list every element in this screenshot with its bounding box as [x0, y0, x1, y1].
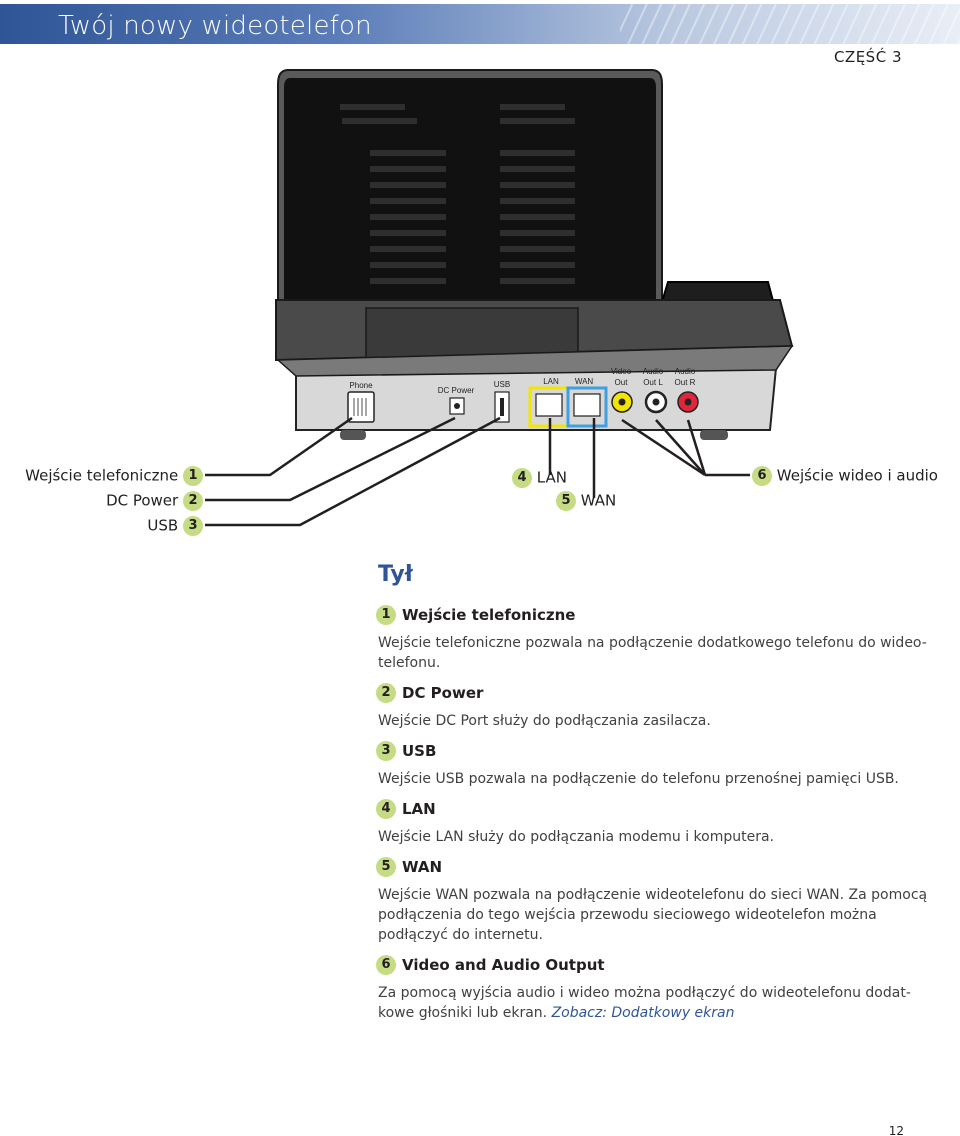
callout-5-label: WAN: [580, 491, 617, 510]
port-label-usb: USB: [494, 380, 510, 389]
port-label-dc-power: DC Power: [438, 386, 475, 395]
callout-2: DC Power 2: [106, 491, 203, 511]
callout-4-number: 4: [512, 468, 532, 488]
section-label: CZĘŚĆ 3: [833, 48, 902, 66]
item-3-body: Wejście USB pozwala na podłączenie do te…: [378, 771, 899, 787]
monitor-back-inner: [284, 78, 656, 356]
vent-slots: [340, 104, 575, 284]
device-rear-illustration: Phone DC Power USB LAN WAN Video Out Aud…: [205, 69, 794, 527]
callout-2-number: 2: [183, 491, 203, 511]
port-label-video-1: Video: [611, 367, 632, 376]
item-3-number: 3: [376, 741, 396, 761]
lan-port: [535, 393, 563, 417]
callout-4-label: LAN: [536, 468, 567, 487]
port-label-audio-r-1: Audio: [675, 367, 696, 376]
wan-port-frame: [566, 386, 608, 428]
callout-1: Wejście telefoniczne 1: [25, 466, 203, 486]
item-5-title: WAN: [402, 858, 443, 876]
item-5-heading: 5 WAN: [376, 857, 938, 877]
item-2-number: 2: [376, 683, 396, 703]
callout-6-label: Wejście wideo i audio: [776, 466, 938, 485]
item-2-title: DC Power: [402, 684, 484, 702]
port-label-audio-l-1: Audio: [643, 367, 664, 376]
port-label-audio-l-2: Out L: [643, 378, 663, 387]
item-5-number: 5: [376, 857, 396, 877]
additional-screen-link[interactable]: Zobacz: Dodatkowy ekran: [551, 1005, 735, 1021]
phone-port: [347, 391, 375, 423]
callout-6-number: 6: [752, 466, 772, 486]
callout-5: 5 WAN: [556, 491, 616, 511]
section-title: Tył: [378, 562, 413, 587]
rear-description: Tył 1 Wejście telefoniczne Wejście telef…: [376, 562, 938, 1033]
header-band: Twój nowy wideotelefon: [0, 4, 960, 44]
port-label-video-2: Out: [615, 378, 629, 387]
item-1-title: Wejście telefoniczne: [402, 606, 576, 624]
item-6-body: Za pomocą wyjścia audio i wideo można po…: [378, 983, 938, 1023]
item-3-heading: 3 USB: [376, 741, 938, 761]
item-6-text: Za pomocą wyjścia audio i wideo można po…: [378, 985, 911, 1021]
callout-3-number: 3: [183, 516, 203, 536]
item-4-heading: 4 LAN: [376, 799, 938, 819]
page-header-title: Twój nowy wideotelefon: [58, 11, 372, 41]
wan-port: [573, 393, 601, 417]
port-label-audio-r-2: Out R: [675, 378, 696, 387]
callout-2-label: DC Power: [106, 491, 179, 510]
item-5-body: Wejście WAN pozwala na podłączenie wideo…: [378, 887, 928, 943]
callout-1-number: 1: [183, 466, 203, 486]
base-ledge: [276, 345, 794, 377]
callout-3-label: USB: [147, 516, 179, 535]
item-1-number: 1: [376, 605, 396, 625]
header-stripes: [620, 4, 960, 44]
callout-1-label: Wejście telefoniczne: [25, 466, 179, 485]
callout-6: 6 Wejście wideo i audio: [752, 466, 938, 486]
leader-lines: [205, 416, 750, 527]
page-number: 12: [888, 1124, 904, 1136]
callout-4: 4 LAN: [512, 468, 567, 488]
item-3-title: USB: [402, 742, 437, 760]
callout-3: USB 3: [147, 516, 203, 536]
item-6-title: Video and Audio Output: [402, 956, 605, 974]
item-4-body: Wejście LAN służy do podłączania modemu …: [378, 829, 774, 845]
port-label-lan: LAN: [543, 377, 559, 386]
port-label-wan: WAN: [575, 377, 594, 386]
item-2-body: Wejście DC Port służy do podłączania zas…: [378, 713, 711, 729]
port-label-phone: Phone: [349, 381, 373, 390]
foot-left: [340, 430, 366, 440]
foot-right: [700, 430, 728, 440]
item-4-title: LAN: [402, 800, 436, 818]
item-6-heading: 6 Video and Audio Output: [376, 955, 938, 975]
item-2-heading: 2 DC Power: [376, 683, 938, 703]
item-1-body: Wejście telefoniczne pozwala na podłącze…: [378, 635, 927, 671]
item-4-number: 4: [376, 799, 396, 819]
callout-5-number: 5: [556, 491, 576, 511]
item-6-number: 6: [376, 955, 396, 975]
item-1-heading: 1 Wejście telefoniczne: [376, 605, 938, 625]
